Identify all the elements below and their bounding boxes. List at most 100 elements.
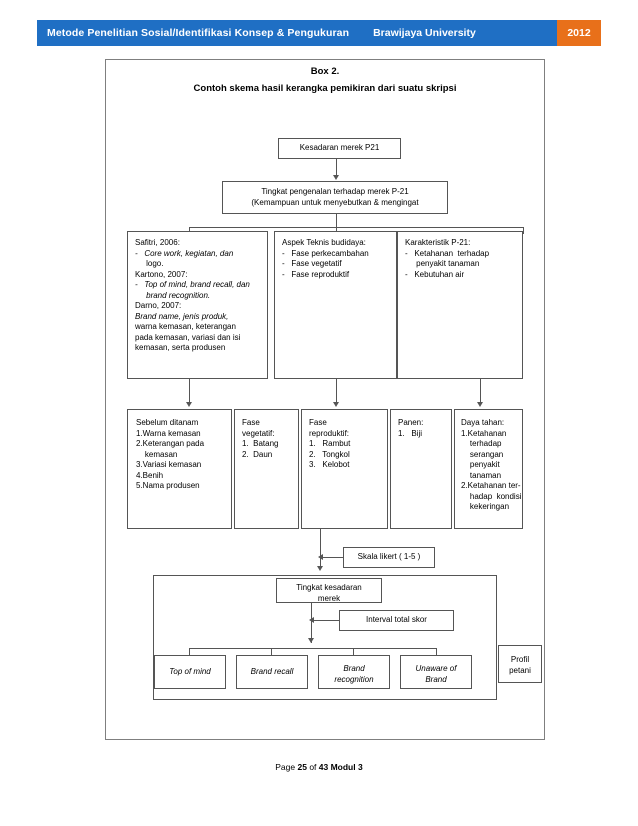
node-safitri-kartono-darno: Safitri, 2006: - Core work, kegiatan, da… [127, 231, 268, 379]
node-brand-recognition-line-2: recognition [334, 674, 374, 684]
arrow-kesadaran-to-pengenalan [332, 175, 339, 180]
sebelum-line-1: Sebelum ditanam [136, 418, 199, 427]
connector-branch-mid [336, 227, 337, 234]
connector-branch-left [189, 227, 190, 234]
year-badge: 2012 [557, 20, 601, 46]
safitri-line-9: warna kemasan, keterangan [135, 322, 236, 332]
connector-safitri-down [189, 379, 190, 404]
daya-tahan-line-2: 1.Ketahanan [461, 428, 507, 438]
daya-tahan-line-4: serangan [461, 449, 504, 459]
node-kesadaran-merek: Kesadaran merek P21 [278, 138, 401, 159]
sebelum-line-7: 4.Benih [136, 470, 164, 480]
footer-prefix: Page [275, 762, 298, 772]
node-unaware-of-brand-line-1: Unaware of [415, 664, 457, 673]
panen-line-1: Panen: [398, 418, 424, 427]
connector-branch-unaware [436, 648, 437, 655]
arrow-likert-to-main [318, 553, 323, 560]
node-panen: Panen: 1. Biji [390, 409, 452, 529]
fase-reproduktif-line-2: reproduktif: [309, 428, 350, 438]
safitri-line-1: Safitri, 2006: [135, 238, 180, 247]
safitri-line-11: kemasan, serta produsen [135, 343, 226, 353]
sebelum-line-4: 2.Keterangan pada [136, 439, 205, 449]
fase-reproduktif-line-1: Fase [309, 418, 327, 427]
karakteristik-line-4: - Kebutuhan air [405, 269, 465, 279]
arrow-karakteristik-down [476, 402, 483, 407]
node-karakteristik: Karakteristik P-21: - Ketahanan terhadap… [397, 231, 523, 379]
footer-suffix: Modul 3 [328, 762, 363, 772]
sebelum-line-6: 3.Variasi kemasan [136, 460, 202, 470]
aspek-teknis-line-3: - Fase vegetatif [282, 259, 342, 269]
safitri-line-4: Kartono, 2007: [135, 269, 188, 279]
university-name: Brawijaya University [373, 27, 476, 39]
fase-vegetatif-line-2: vegetatif: [242, 428, 275, 438]
bus-three-branch [189, 227, 523, 228]
node-aspek-teknis: Aspek Teknis budidaya: - Fase perkecamba… [274, 231, 397, 379]
fase-vegetatif-line-5: 2. Daun [242, 449, 273, 459]
fase-vegetatif-line-1: Fase [242, 418, 260, 427]
arrow-kesadaran-down [307, 638, 314, 643]
safitri-line-2: - Core work, kegiatan, dan [135, 248, 234, 258]
connector-likert-to-main [320, 557, 343, 558]
safitri-line-5: - Top of mind, brand recall, dan [135, 280, 250, 290]
node-tingkat-kesadaran: Tingkat kesadaran merek [276, 578, 382, 603]
connector-kesadaran-down [311, 603, 312, 643]
node-profil-petani: Profil petani [498, 645, 542, 683]
fase-vegetatif-line-4: 1. Batang [242, 439, 279, 449]
page-footer: Page 25 of 43 Modul 3 [0, 762, 638, 772]
page-header: Metode Penelitian Sosial/Identifikasi Ko… [37, 20, 601, 46]
node-brand-recognition-line-1: Brand [343, 664, 365, 673]
node-brand-recognition: Brand recognition [318, 655, 390, 689]
node-skala-likert: Skala likert ( 1-5 ) [343, 547, 435, 568]
node-brand-recall: Brand recall [236, 655, 308, 689]
safitri-line-6: brand recognition. [135, 290, 211, 300]
node-profil-petani-line-2: petani [509, 665, 531, 675]
node-top-of-mind: Top of mind [154, 655, 226, 689]
node-tingkat-pengenalan-line2: (Kemampuan untuk menyebutkan & mengingat [251, 197, 419, 207]
karakteristik-line-3: penyakit tanaman [405, 259, 480, 269]
node-profil-petani-line-1: Profil [510, 655, 530, 664]
aspek-teknis-line-1: Aspek Teknis budidaya: [282, 238, 366, 247]
footer-page-number: 25 [297, 762, 307, 772]
daya-tahan-line-9: kekeringan [461, 502, 510, 512]
daya-tahan-line-3: terhadap [461, 439, 502, 449]
connector-branch-brand-recognition [353, 648, 354, 655]
fase-reproduktif-line-6: 3. Kelobot [309, 460, 350, 470]
daya-tahan-line-5: penyakit [461, 460, 500, 470]
arrow-aspek-down [332, 402, 339, 407]
node-tingkat-pengenalan-line1: Tingkat pengenalan terhadap merek P-21 [261, 187, 409, 196]
karakteristik-line-2: - Ketahanan terhadap [405, 248, 490, 258]
diagram-frame [105, 59, 545, 740]
aspek-teknis-line-2: - Fase perkecambahan [282, 248, 369, 258]
footer-total-pages: 43 [318, 762, 329, 772]
node-unaware-of-brand-line-2: Brand [425, 674, 447, 684]
safitri-line-3: logo. [135, 259, 164, 269]
sebelum-line-8: 5.Nama produsen [136, 481, 200, 491]
box-title: Box 2. [310, 66, 340, 77]
node-sebelum-ditanam: Sebelum ditanam 1.Warna kemasan 2.Ketera… [127, 409, 232, 529]
aspek-teknis-line-4: - Fase reproduktif [282, 269, 350, 279]
node-top-of-mind-label: Top of mind [169, 666, 211, 676]
daya-tahan-line-7: 2.Ketahanan ter- [461, 481, 521, 491]
fase-reproduktif-line-5: 2. Tongkol [309, 449, 350, 459]
sebelum-line-5: kemasan [136, 449, 178, 459]
connector-stage-down-2 [320, 558, 321, 568]
karakteristik-line-1: Karakteristik P-21: [405, 238, 471, 247]
header-title-bar: Metode Penelitian Sosial/Identifikasi Ko… [37, 20, 557, 46]
connector-karakteristik-down [480, 379, 481, 404]
safitri-line-8: Brand name, jenis produk, [135, 311, 229, 321]
arrow-safitri-down [185, 402, 192, 407]
safitri-line-10: pada kemasan, variasi dan isi [135, 332, 241, 342]
footer-mid: of [306, 762, 319, 772]
node-brand-recall-label: Brand recall [250, 666, 294, 676]
connector-pengenalan-down [336, 214, 337, 227]
tingkat-kesadaran-line-1: Tingkat kesadaran [296, 583, 362, 592]
fase-reproduktif-line-4: 1. Rambut [309, 439, 351, 449]
node-unaware-of-brand: Unaware of Brand [400, 655, 472, 689]
connector-branch-top-of-mind [189, 648, 190, 655]
page-title: Metode Penelitian Sosial/Identifikasi Ko… [47, 27, 350, 39]
node-interval-total-skor-label: Interval total skor [366, 615, 427, 625]
node-fase-vegetatif: Fase vegetatif: 1. Batang 2. Daun [234, 409, 299, 529]
sebelum-line-3: 1.Warna kemasan [136, 428, 201, 438]
safitri-line-7: Darno, 2007: [135, 301, 182, 311]
panen-line-3: 1. Biji [398, 428, 423, 438]
